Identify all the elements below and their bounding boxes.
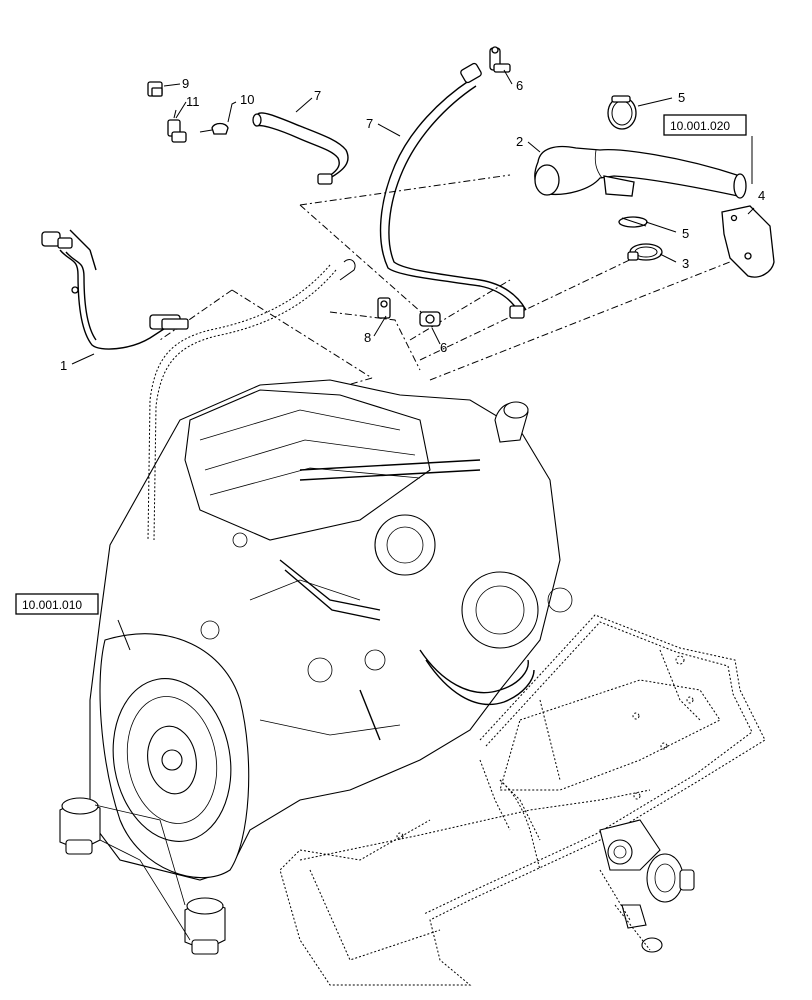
clamp-part-5-upper — [607, 95, 637, 130]
fitting-part-6-upper — [489, 46, 511, 73]
callout-2: 2 — [516, 134, 523, 149]
reference-box-lower[interactable]: 10.001.010 — [15, 593, 99, 615]
clip-part-8 — [377, 297, 391, 319]
intake-tube-part-2 — [534, 145, 747, 199]
fitting-part-9 — [147, 81, 163, 97]
callout-8: 8 — [364, 330, 371, 345]
callout-3: 3 — [682, 256, 689, 271]
hose-part-7-left — [252, 112, 349, 185]
callout-7-center: 7 — [366, 116, 373, 131]
callout-9: 9 — [182, 76, 189, 91]
bracket-part-4 — [721, 205, 775, 278]
engine-assembly — [59, 259, 573, 955]
phantom-frame — [279, 614, 766, 986]
clamp-part-5-lower — [618, 216, 648, 228]
clamp-part-3 — [627, 243, 663, 261]
callout-labels: 9 11 10 7 7 6 2 5 5 3 4 8 6 1 — [60, 76, 765, 373]
clamp-part-10 — [199, 122, 229, 135]
callout-10: 10 — [240, 92, 254, 107]
reference-label-lower: 10.001.010 — [22, 598, 82, 612]
hose-part-7-center — [379, 62, 527, 319]
callout-6-upper: 6 — [516, 78, 523, 93]
callout-4: 4 — [758, 188, 765, 203]
reference-box-upper[interactable]: 10.001.020 — [663, 114, 747, 136]
callout-11: 11 — [186, 94, 200, 109]
wire-harness-part-1 — [41, 229, 189, 350]
callout-5-upper: 5 — [678, 90, 685, 105]
callout-6-lower: 6 — [440, 340, 447, 355]
reference-label-upper: 10.001.020 — [670, 119, 730, 133]
fitting-part-11 — [167, 109, 187, 143]
callout-7-left: 7 — [314, 88, 321, 103]
hydraulic-fittings — [599, 819, 695, 953]
leader-lines — [71, 69, 755, 651]
callout-1: 1 — [60, 358, 67, 373]
fitting-part-6-lower — [419, 311, 441, 327]
callout-5-lower: 5 — [682, 226, 689, 241]
